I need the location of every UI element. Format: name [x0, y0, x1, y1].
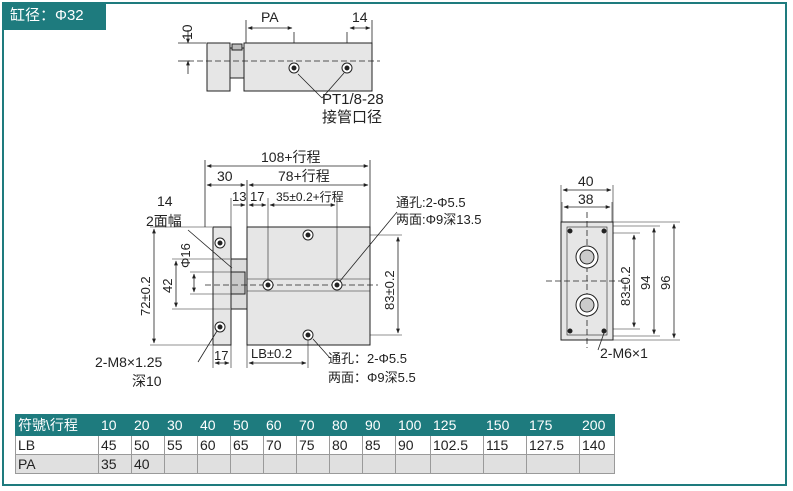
table-cell: 75	[296, 435, 330, 455]
dim-pa: PA	[261, 9, 279, 25]
dim-42: 42	[160, 279, 175, 293]
port-thread-label: PT1/8-28	[322, 91, 384, 108]
dim-40: 40	[578, 173, 594, 189]
table-cell	[197, 454, 231, 474]
dim-total-length: 108+行程	[261, 149, 321, 165]
table-cell	[296, 454, 330, 474]
top-rod-block	[229, 47, 245, 79]
table-cell: 85	[362, 435, 396, 455]
front-view	[150, 160, 402, 368]
drawing-frame	[2, 2, 787, 486]
table-cell: 50	[131, 435, 165, 455]
table-cell: 80	[329, 435, 363, 455]
side-view	[546, 185, 680, 351]
dim-top-14: 14	[352, 9, 368, 25]
thread-label-2: 深10	[132, 373, 162, 389]
table-header-cell: 50	[230, 414, 264, 436]
table-cell: 70	[263, 435, 297, 455]
table-header-cell: 80	[329, 414, 363, 436]
table-header-cell: 175	[526, 414, 580, 436]
table-row: PA 35 40	[15, 454, 615, 474]
hole-top-label-1: 通孔:2-Φ5.5	[396, 195, 466, 210]
dim-top-10: 10	[179, 24, 195, 40]
dim-13: 13	[232, 189, 246, 204]
table-header-cell: 70	[296, 414, 330, 436]
table-cell: 102.5	[430, 435, 484, 455]
table-header-cell: 40	[197, 414, 231, 436]
dim-14-width: 14	[157, 193, 173, 209]
top-view	[178, 20, 380, 99]
table-cell: 55	[164, 435, 198, 455]
table-header-cell: 10	[98, 414, 132, 436]
dim-30: 30	[217, 168, 233, 184]
table-cell	[329, 454, 363, 474]
dim-83-side: 83±0.2	[618, 266, 633, 306]
table-header-cell: 125	[430, 414, 484, 436]
table-cell: 65	[230, 435, 264, 455]
table-row-label: LB	[15, 435, 99, 455]
table-cell: 140	[579, 435, 615, 455]
table-header-cell: 100	[395, 414, 431, 436]
table-cell: 90	[395, 435, 431, 455]
hole-bottom-label-2: 两面：Φ9深5.5	[328, 370, 416, 385]
dim-17: 17	[250, 189, 264, 204]
dim-lb: LB±0.2	[251, 346, 292, 361]
table-cell: 127.5	[526, 435, 580, 455]
side-thread-label: 2-M6×1	[600, 345, 648, 361]
dim-phi16: Φ16	[178, 243, 193, 268]
table-cell: 35	[98, 454, 132, 474]
top-nut	[231, 43, 243, 51]
hole-bottom-label-1: 通孔：2-Φ5.5	[328, 351, 407, 366]
dim-96: 96	[658, 276, 673, 290]
top-end-plate	[206, 42, 231, 92]
table-cell	[430, 454, 484, 474]
dim-38: 38	[578, 191, 594, 207]
table-header-cell: 20	[131, 414, 165, 436]
table-cell	[395, 454, 431, 474]
label-2-faces: 2面幅	[146, 213, 182, 229]
table-cell: 115	[483, 435, 527, 455]
table-cell	[164, 454, 198, 474]
table-cell: 60	[197, 435, 231, 455]
table-header-cell: 90	[362, 414, 396, 436]
dim-35: 35±0.2+行程	[276, 189, 344, 204]
hole-top-label-2: 两面:Φ9深13.5	[396, 212, 482, 227]
table-cell	[483, 454, 527, 474]
dim-78: 78+行程	[278, 168, 330, 184]
spec-table: 符號\行程 10 20 30 40 50 60 70 80 90 100 125…	[15, 414, 615, 474]
dim-94: 94	[638, 276, 653, 290]
table-cell	[526, 454, 580, 474]
table-row-label: PA	[15, 454, 99, 474]
table-header-cell: 30	[164, 414, 198, 436]
table-header-row: 符號\行程 10 20 30 40 50 60 70 80 90 100 125…	[15, 414, 615, 436]
table-cell	[579, 454, 615, 474]
thread-label-1: 2-M8×1.25	[95, 354, 163, 370]
table-row: LB 45 50 55 60 65 70 75 80 85 90 102.5 1…	[15, 435, 615, 455]
front-rod-nut	[230, 271, 246, 295]
table-header-label: 符號\行程	[15, 414, 99, 436]
bore-title: 缸径：Φ32	[2, 2, 106, 30]
table-cell	[230, 454, 264, 474]
dim-83-front: 83±0.2	[382, 270, 397, 310]
table-cell	[263, 454, 297, 474]
port-desc-label: 接管口径	[322, 109, 382, 126]
table-header-cell: 150	[483, 414, 527, 436]
dim-72: 72±0.2	[138, 276, 153, 316]
dim-17-bottom: 17	[214, 348, 228, 363]
table-cell	[362, 454, 396, 474]
table-header-cell: 60	[263, 414, 297, 436]
table-header-cell: 200	[579, 414, 615, 436]
table-cell: 45	[98, 435, 132, 455]
table-cell: 40	[131, 454, 165, 474]
